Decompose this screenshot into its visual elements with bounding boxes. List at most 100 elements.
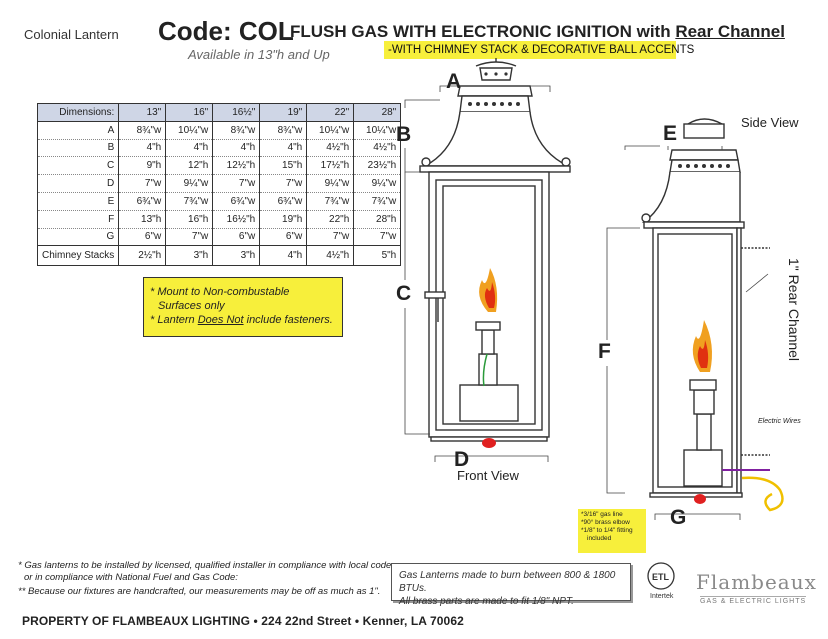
dimension-cell: 6¾"w — [212, 192, 261, 211]
front-view-lantern — [419, 58, 571, 442]
gas-fitting-line: *90° brass elbow — [581, 519, 630, 526]
size-header: 28" — [353, 103, 402, 122]
dimension-cell: 4"h — [259, 139, 308, 158]
size-header: 16" — [165, 103, 214, 122]
gas-fitting-line: included — [587, 535, 612, 542]
side-view-dots — [678, 164, 730, 168]
dimension-cell: 3"h — [165, 245, 214, 267]
fastener-note-suffix: include fasteners. — [243, 314, 333, 326]
fastener-note: * Lantern Does Not include fasteners. — [150, 313, 336, 327]
dimension-cell: 8¾"w — [212, 121, 261, 140]
mounting-note-line2: Surfaces only — [158, 300, 225, 312]
side-flame — [692, 320, 712, 372]
dimension-cell: 23½"h — [353, 156, 402, 176]
front-flame — [479, 268, 498, 312]
dimension-cell: 9¼"w — [306, 174, 355, 193]
dimension-cell: 7"w — [212, 174, 261, 193]
side-view-label: Side View — [741, 115, 799, 130]
dimension-cell: 16½"h — [212, 210, 261, 229]
gas-spec-box: Gas Lanterns made to burn between 800 & … — [391, 563, 631, 607]
side-dimension-lines — [606, 145, 769, 520]
fastener-note-prefix: * Lantern — [150, 314, 198, 326]
dimension-cell: 19"h — [259, 210, 308, 229]
dimension-cell: 7¾"w — [353, 192, 402, 211]
dimension-row-label: Chimney Stacks — [36, 245, 120, 267]
dimension-label-g: G — [670, 506, 687, 529]
dimension-cell: 4"h — [118, 139, 167, 158]
dimension-cell: 16"h — [165, 210, 214, 229]
dimension-cell: 4½"h — [306, 139, 355, 158]
etl-certification-icon: ETL — [647, 562, 675, 590]
dimension-row-label: E — [36, 192, 120, 211]
dimension-cell: 8¾"w — [118, 121, 167, 140]
dimension-label-b: B — [396, 123, 412, 146]
dimension-cell: 15"h — [259, 156, 308, 176]
dimensions-header-row: Dimensions: 13" 16" 16½" 19" 22" 28" — [36, 103, 402, 122]
dimension-row-label: D — [36, 174, 120, 193]
side-red-cap — [694, 494, 706, 504]
dimension-cell: 6¾"w — [259, 192, 308, 211]
dimension-label-e: E — [663, 122, 678, 145]
rear-channel-label: 1" Rear Channel — [786, 258, 802, 362]
brand-logo: Flambeaux — [696, 570, 817, 594]
availability-note: Available in 13"h and Up — [188, 47, 330, 62]
dimension-row-label: C — [36, 156, 120, 176]
gas-spec-line1: Gas Lanterns made to burn between 800 & … — [399, 570, 616, 594]
dimension-cell: 3"h — [212, 245, 261, 267]
headline-underlined: Rear Channel — [675, 22, 785, 41]
fastener-note-emphasis: Does Not — [197, 314, 244, 326]
dimension-cell: 10¼"w — [353, 121, 402, 140]
dimension-cell: 28"h — [353, 210, 402, 229]
dimension-cell: 2½"h — [118, 245, 167, 267]
dimension-cell: 4½"h — [306, 245, 355, 267]
dimension-cell: 4"h — [165, 139, 214, 158]
intertek-label: Intertek — [650, 593, 674, 600]
measurement-footnote: ** Because our fixtures are handcrafted,… — [18, 586, 381, 597]
product-code: Code: COL — [158, 16, 294, 46]
dimension-cell: 4"h — [259, 245, 308, 267]
dimension-cell: 22"h — [306, 210, 355, 229]
front-red-cap — [482, 438, 496, 448]
dimension-cell: 10¼"w — [306, 121, 355, 140]
dimension-cell: 4"h — [212, 139, 261, 158]
dimension-label-c: C — [396, 282, 412, 305]
mounting-note-box: * Mount to Non-combustable Surfaces only… — [143, 277, 343, 337]
dimensions-header-label: Dimensions: — [36, 103, 120, 122]
dimension-cell: 8¾"w — [259, 121, 308, 140]
side-view-lantern — [641, 118, 770, 498]
gas-fittings-note: *3/16" gas line *90° brass elbow *1/8" t… — [578, 509, 646, 553]
headline-main: FLUSH GAS WITH ELECTRONIC IGNITION with — [290, 22, 676, 41]
dimension-cell: 17½"h — [306, 156, 355, 176]
gas-spec-line2: All brass parts are made to fit 1/8" NPT… — [399, 596, 574, 607]
dimension-cell: 7"w — [259, 174, 308, 193]
dimension-cell: 10¼"w — [165, 121, 214, 140]
dimension-cell: 6¾"w — [118, 192, 167, 211]
dimension-cell: 4½"h — [353, 139, 402, 158]
dimension-cell: 7¾"w — [306, 192, 355, 211]
dimension-label-a: A — [446, 70, 462, 93]
dimension-cell: 5"h — [353, 245, 402, 267]
dimension-cell: 9"h — [118, 156, 167, 176]
mounting-note-line1: * Mount to Non-combustable — [150, 286, 290, 298]
dimension-cell: 9¼"w — [165, 174, 214, 193]
size-header: 13" — [118, 103, 167, 122]
brand-tagline: GAS & ELECTRIC LIGHTS — [700, 596, 807, 605]
installer-footnote-line1: * Gas lanterns to be installed by licens… — [18, 560, 399, 571]
dimension-label-f: F — [598, 340, 611, 363]
size-header: 19" — [259, 103, 308, 122]
dimension-label-d: D — [454, 448, 470, 471]
front-view-dots — [468, 72, 520, 106]
chimney-note: -WITH CHIMNEY STACK & DECORATIVE BALL AC… — [384, 41, 694, 59]
dimension-cell: 12"h — [165, 156, 214, 176]
dimension-cell: 7¾"w — [165, 192, 214, 211]
